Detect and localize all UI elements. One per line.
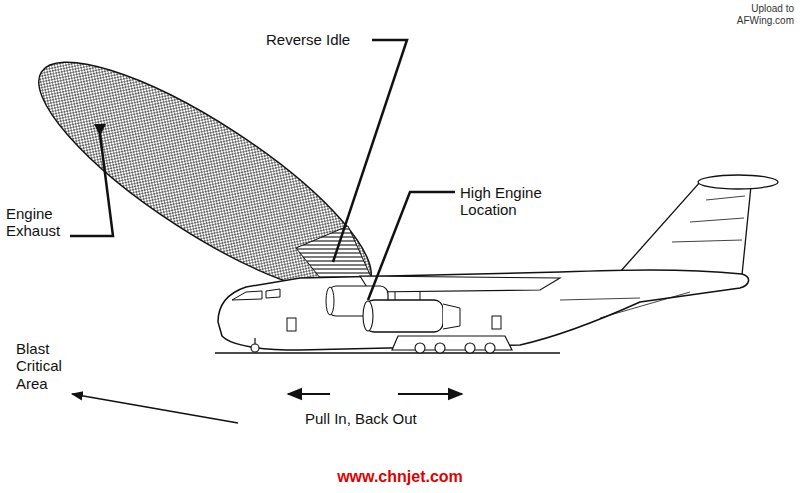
callout-label: Reverse Idle: [266, 31, 376, 48]
ramp-lines: [560, 292, 690, 318]
leader-head: [94, 124, 106, 136]
watermark: Upload to AFWing.com: [718, 3, 794, 26]
pull-in-arrow: [288, 393, 330, 395]
near-engine-intake: [363, 301, 373, 331]
fuselage: [218, 270, 749, 350]
troop-door: [492, 316, 501, 329]
high-engine-intake: [326, 287, 334, 315]
cockpit-windows: [232, 289, 280, 300]
leader-line: [368, 192, 455, 300]
area-label: Blast Critical Area: [16, 340, 78, 392]
wing: [360, 276, 560, 292]
near-engine: [365, 300, 443, 332]
callout-label: Engine Exhaust: [6, 205, 68, 240]
vertical-tail: [620, 176, 752, 275]
engine-pylon: [395, 292, 420, 300]
leader-line: [70, 134, 113, 236]
watermark: www.chnjet.com: [310, 468, 490, 486]
blast-arrow: [72, 394, 238, 423]
engine-nozzle: [443, 304, 460, 329]
horizontal-tail: [698, 175, 778, 189]
ground-line: [215, 352, 560, 354]
movement-label: Pull In, Back Out: [305, 410, 455, 427]
nose-wheel: [251, 344, 259, 352]
crew-door: [287, 318, 296, 331]
callout-label: High Engine Location: [460, 184, 560, 219]
tail-detail: [672, 196, 745, 242]
back-out-arrow: [398, 393, 462, 395]
main-wheels: [415, 343, 495, 353]
